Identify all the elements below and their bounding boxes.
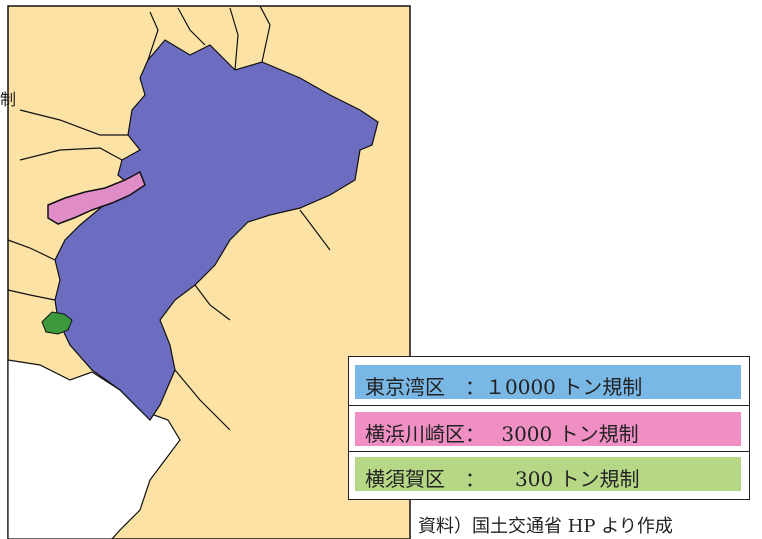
legend-box: 東京湾区 ：１0000 トン規制 横浜川崎区： 3000 トン規制 横須賀区 ：… bbox=[348, 356, 750, 500]
legend-label-yokohama-kawasaki: 横浜川崎区： 3000 トン規制 bbox=[365, 422, 639, 446]
yokosuka-zone bbox=[41, 311, 73, 335]
source-note: 資料）国土交通省 HP より作成 bbox=[418, 516, 673, 537]
legend-row-yokosuka: 横須賀区 ： 300 トン規制 bbox=[355, 457, 743, 491]
legend-divider bbox=[349, 451, 749, 452]
yokohama-kawasaki-zone bbox=[47, 170, 146, 225]
shoreline-details bbox=[7, 5, 331, 431]
legend-row-tokyo-bay: 東京湾区 ：１0000 トン規制 bbox=[355, 365, 743, 399]
legend-row-yokohama-kawasaki: 横浜川崎区： 3000 トン規制 bbox=[355, 412, 743, 446]
legend-swatch-tokyo-bay bbox=[355, 365, 741, 399]
legend-swatch-yokosuka bbox=[355, 457, 741, 491]
edge-text-fragment: 制 bbox=[0, 90, 17, 109]
legend-divider bbox=[349, 405, 749, 406]
legend-label-tokyo-bay: 東京湾区 ：１0000 トン規制 bbox=[365, 375, 643, 399]
outer-sea bbox=[7, 359, 181, 539]
legend-swatch-yokohama-kawasaki bbox=[355, 412, 741, 446]
legend-label-yokosuka: 横須賀区 ： 300 トン規制 bbox=[365, 467, 640, 491]
